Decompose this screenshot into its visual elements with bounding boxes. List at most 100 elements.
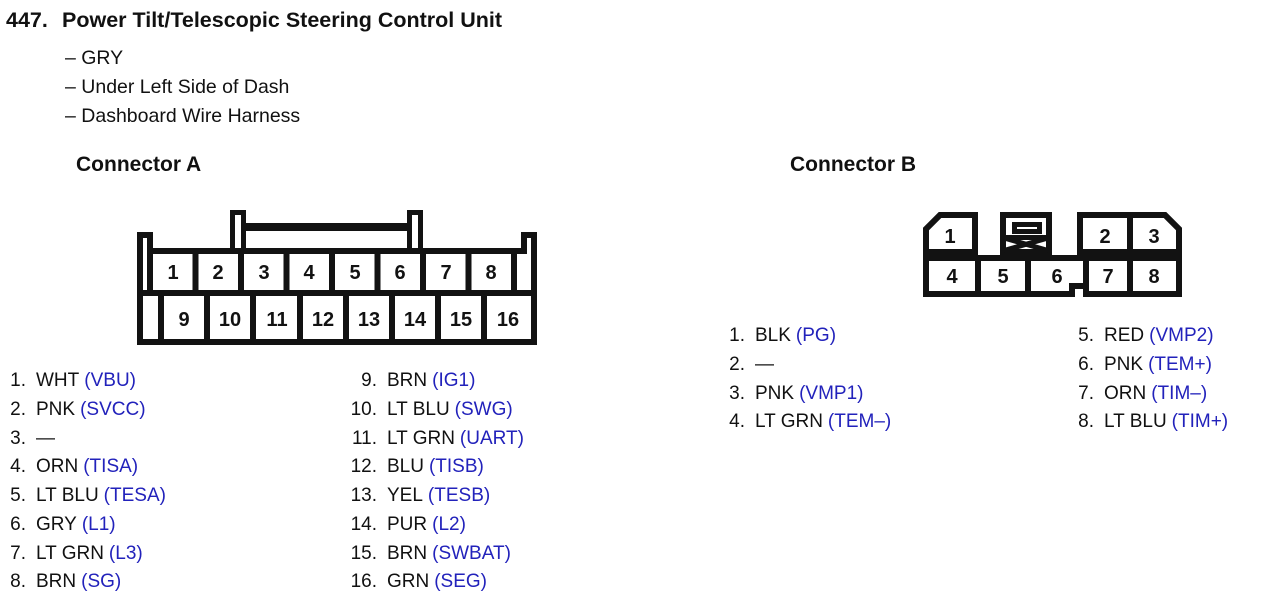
pin-number: 6. [1078, 353, 1094, 375]
wire-color: — [755, 353, 774, 375]
pin-number: 7. [10, 542, 26, 564]
pin-list-item: 2.PNK(SVCC) [10, 396, 166, 425]
pin-list-item: 14. PUR(L2) [343, 511, 524, 540]
pin-list-item: 7.LT GRN(L3) [10, 540, 166, 569]
connector-b-latch-window [1012, 222, 1042, 234]
connector-b-pin-list-right: 5.RED(VMP2) 6.PNK(TEM+) 7.ORN(TIM–) 8.LT… [1062, 322, 1228, 437]
signal-name: (TIM+) [1171, 411, 1229, 433]
pin-cell-number: 8 [1148, 266, 1159, 288]
wire-color: GRN [387, 571, 430, 593]
pin-cell-number: 7 [1102, 266, 1113, 288]
pin-list-item: 13.YEL(TESB) [343, 482, 524, 511]
pin-cell-number: 8 [485, 262, 496, 284]
pin-number: 3. [10, 427, 26, 449]
wire-color: LT BLU [36, 485, 99, 506]
item-number: 447. [6, 8, 48, 32]
wire-color: LT GRN [755, 411, 823, 433]
signal-name: (L2) [432, 513, 466, 535]
pin-list-item: 10.LT BLU(SWG) [343, 396, 524, 425]
connector-a-latch-post-left [230, 210, 246, 253]
pin-list-item: 6.GRY(L1) [10, 511, 166, 540]
pin-cell-number: 6 [1051, 266, 1062, 288]
pin-cell-number: 16 [497, 309, 519, 331]
pin-cell-number: 13 [358, 309, 380, 331]
pin-list-item: 3.PNK(VMP1) [728, 380, 891, 409]
wire-color: PNK [36, 398, 76, 420]
pin-cell-number: 7 [440, 262, 451, 284]
pin-number: 4. [729, 411, 745, 433]
pin-list-item: 11.LT GRN(UART) [343, 425, 524, 454]
connector-b-bottom-cell-dividers [975, 258, 1133, 294]
pin-cell-number: 2 [1099, 226, 1110, 248]
pin-cell-number: 6 [394, 262, 405, 284]
signal-name: (TESB) [427, 485, 491, 506]
pin-list-item: 4. LT GRN(TEM–) [728, 408, 891, 437]
pin-number: 14. [350, 513, 377, 535]
connector-b-pin1-box [923, 212, 978, 255]
signal-name: (IG1) [432, 370, 476, 391]
connector-a-pin-list-left: 1. WHT(VBU) 2.PNK(SVCC) 3.— 4. ORN(TISA) 5… [10, 367, 166, 597]
pin-number: 7. [1078, 382, 1094, 404]
signal-name: (UART) [459, 427, 524, 449]
pin-cell-number: 4 [303, 262, 315, 284]
pin-cell-number: 11 [266, 309, 287, 331]
connector-a-heading: Connector A [76, 153, 202, 176]
pin-number: 5. [1078, 325, 1094, 346]
wire-color: LT GRN [36, 542, 104, 564]
pin-cell-number: 12 [312, 309, 334, 331]
wire-color: WHT [36, 370, 80, 391]
signal-name: (SEG) [434, 571, 488, 593]
pin-number: 16. [350, 571, 377, 593]
pin-cell-number: 1 [167, 262, 178, 284]
pin-list-item: 3.— [10, 425, 166, 454]
wire-color: BLK [755, 325, 791, 346]
signal-name: (VBU) [84, 370, 136, 391]
pin-list-item: 6. PNK(TEM+) [1062, 351, 1228, 380]
pin-number: 8. [10, 571, 26, 593]
connector-b-diagram: 1 2 3 4 5 6 7 8 [923, 212, 1182, 297]
pin-number: 4. [10, 456, 26, 478]
pin-list-item: 5.LT BLU(TESA) [10, 482, 166, 511]
signal-name: (SG) [81, 571, 122, 593]
connector-b-heading: Connector B [790, 153, 916, 176]
pin-number: 1. [10, 370, 26, 391]
wire-color: PNK [755, 382, 795, 404]
wire-color: YEL [387, 485, 423, 506]
pin-number: 2. [729, 353, 745, 375]
signal-name: (TEM+) [1148, 353, 1212, 375]
signal-name: (TIM–) [1151, 382, 1208, 404]
pin-list-item: 16. GRN(SEG) [343, 568, 524, 597]
wire-color: BRN [387, 542, 428, 564]
pin-cell-number: 14 [404, 309, 427, 331]
connector-a-latch-bar [242, 223, 411, 231]
pin-list-item: 2. — [728, 351, 891, 380]
connector-b-pin-numbers: 1 2 3 4 5 6 7 8 [944, 226, 1159, 288]
pin-list-item: 1. WHT(VBU) [10, 367, 166, 396]
wire-color: ORN [36, 456, 79, 478]
connector-a-outline [137, 232, 537, 345]
pin-cell-number: 2 [212, 262, 223, 284]
signal-name: (TEM–) [827, 411, 892, 433]
wire-color: GRY [36, 513, 77, 535]
signal-name: (TISA) [83, 456, 139, 478]
connector-a-bottom-cell-dividers [158, 293, 487, 342]
connector-b-latch-x-right [1003, 235, 1049, 253]
signal-name: (TISB) [428, 456, 484, 478]
pin-list-item: 15.BRN(SWBAT) [343, 540, 524, 569]
detail-color: – GRY [65, 47, 124, 69]
pin-number: 12. [350, 456, 377, 478]
pin-number: 8. [1078, 411, 1094, 433]
wire-color: PUR [387, 513, 428, 535]
connector-b-pin-list-left: 1.BLK(PG) 2.— 3.PNK(VMP1) 4.LT GRN(TEM–) [728, 322, 891, 437]
pin-number: 9. [361, 370, 377, 391]
connector-a-top-cell-dividers [147, 251, 517, 293]
pin-number: 10. [350, 398, 377, 420]
pin-cell-number: 3 [1148, 226, 1159, 248]
signal-name: (VMP2) [1149, 325, 1214, 346]
wire-color: PNK [1104, 353, 1144, 375]
wire-color: BRN [387, 370, 428, 391]
pin-number: 1. [729, 325, 745, 346]
pin-number: 11. [351, 427, 377, 449]
pin-cell-number: 5 [349, 262, 360, 284]
connector-a-pin-list-right: 9.BRN(IG1) 10.LT BLU(SWG) 11.LT GRN(UART… [343, 367, 524, 597]
